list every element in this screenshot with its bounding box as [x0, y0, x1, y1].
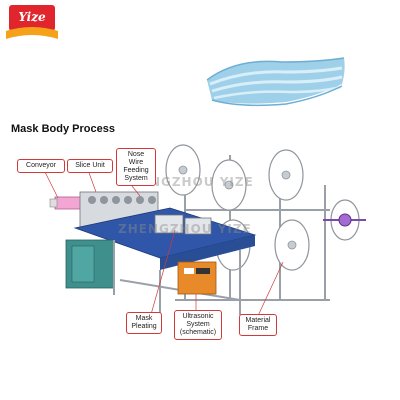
table-edge [160, 235, 255, 270]
callout-conveyor: Conveyor [17, 159, 65, 173]
control-cabinet [65, 239, 115, 289]
mask-pleating-unit [154, 214, 212, 235]
callout-ultrasonic: Ultrasonic System (schematic) [174, 310, 222, 340]
mask-bottom-edge [211, 85, 343, 107]
logo-graphic [6, 5, 58, 39]
callout-material-frame-line-1: Material [245, 317, 271, 324]
nose-wire-spool [323, 213, 366, 227]
callout-nose-wire: Nose Wire Feeding System [116, 148, 156, 186]
brand-logo: Yize [6, 3, 58, 43]
callout-ultrasonic-line-2: System [186, 321, 210, 328]
ultrasonic-system [177, 261, 217, 295]
section-title: Mask Body Process [11, 123, 115, 135]
callout-nose-wire-line-1: Nose Wire [127, 151, 145, 166]
conveyor [49, 196, 84, 210]
callout-mask-pleating: Mask Pleating [126, 312, 162, 334]
callout-mask-pleating-line-1: Mask [135, 315, 153, 322]
callout-nose-wire-line-2: Feeding [123, 167, 149, 174]
leader-lines [43, 169, 284, 319]
callout-slice-unit-text: Slice Unit [75, 162, 105, 169]
mask-photo [194, 48, 352, 118]
callout-nose-wire-line-3: System [124, 175, 148, 182]
logo-badge [9, 5, 55, 31]
callout-mask-pleating-line-2: Pleating [131, 323, 157, 330]
mask-pleat-1 [209, 66, 343, 86]
mask-pleat-2 [211, 75, 343, 93]
watermark-2: ZHENGZHOU YIZE [118, 222, 252, 236]
mask-pleat-3 [213, 85, 342, 100]
callout-slice-unit: Slice Unit [67, 159, 113, 173]
material-rolls [165, 144, 360, 271]
callout-ultrasonic-line-1: Ultrasonic [182, 313, 214, 320]
callout-ultrasonic-line-3: (schematic) [179, 329, 217, 336]
callout-material-frame-line-2: Frame [247, 325, 269, 332]
callout-conveyor-text: Conveyor [26, 162, 56, 169]
mask-top-edge [206, 57, 345, 81]
callout-material-frame: Material Frame [239, 314, 277, 336]
logo-text: Yize [18, 10, 46, 24]
mask-stack [206, 57, 345, 107]
logo-swoosh [6, 27, 58, 39]
